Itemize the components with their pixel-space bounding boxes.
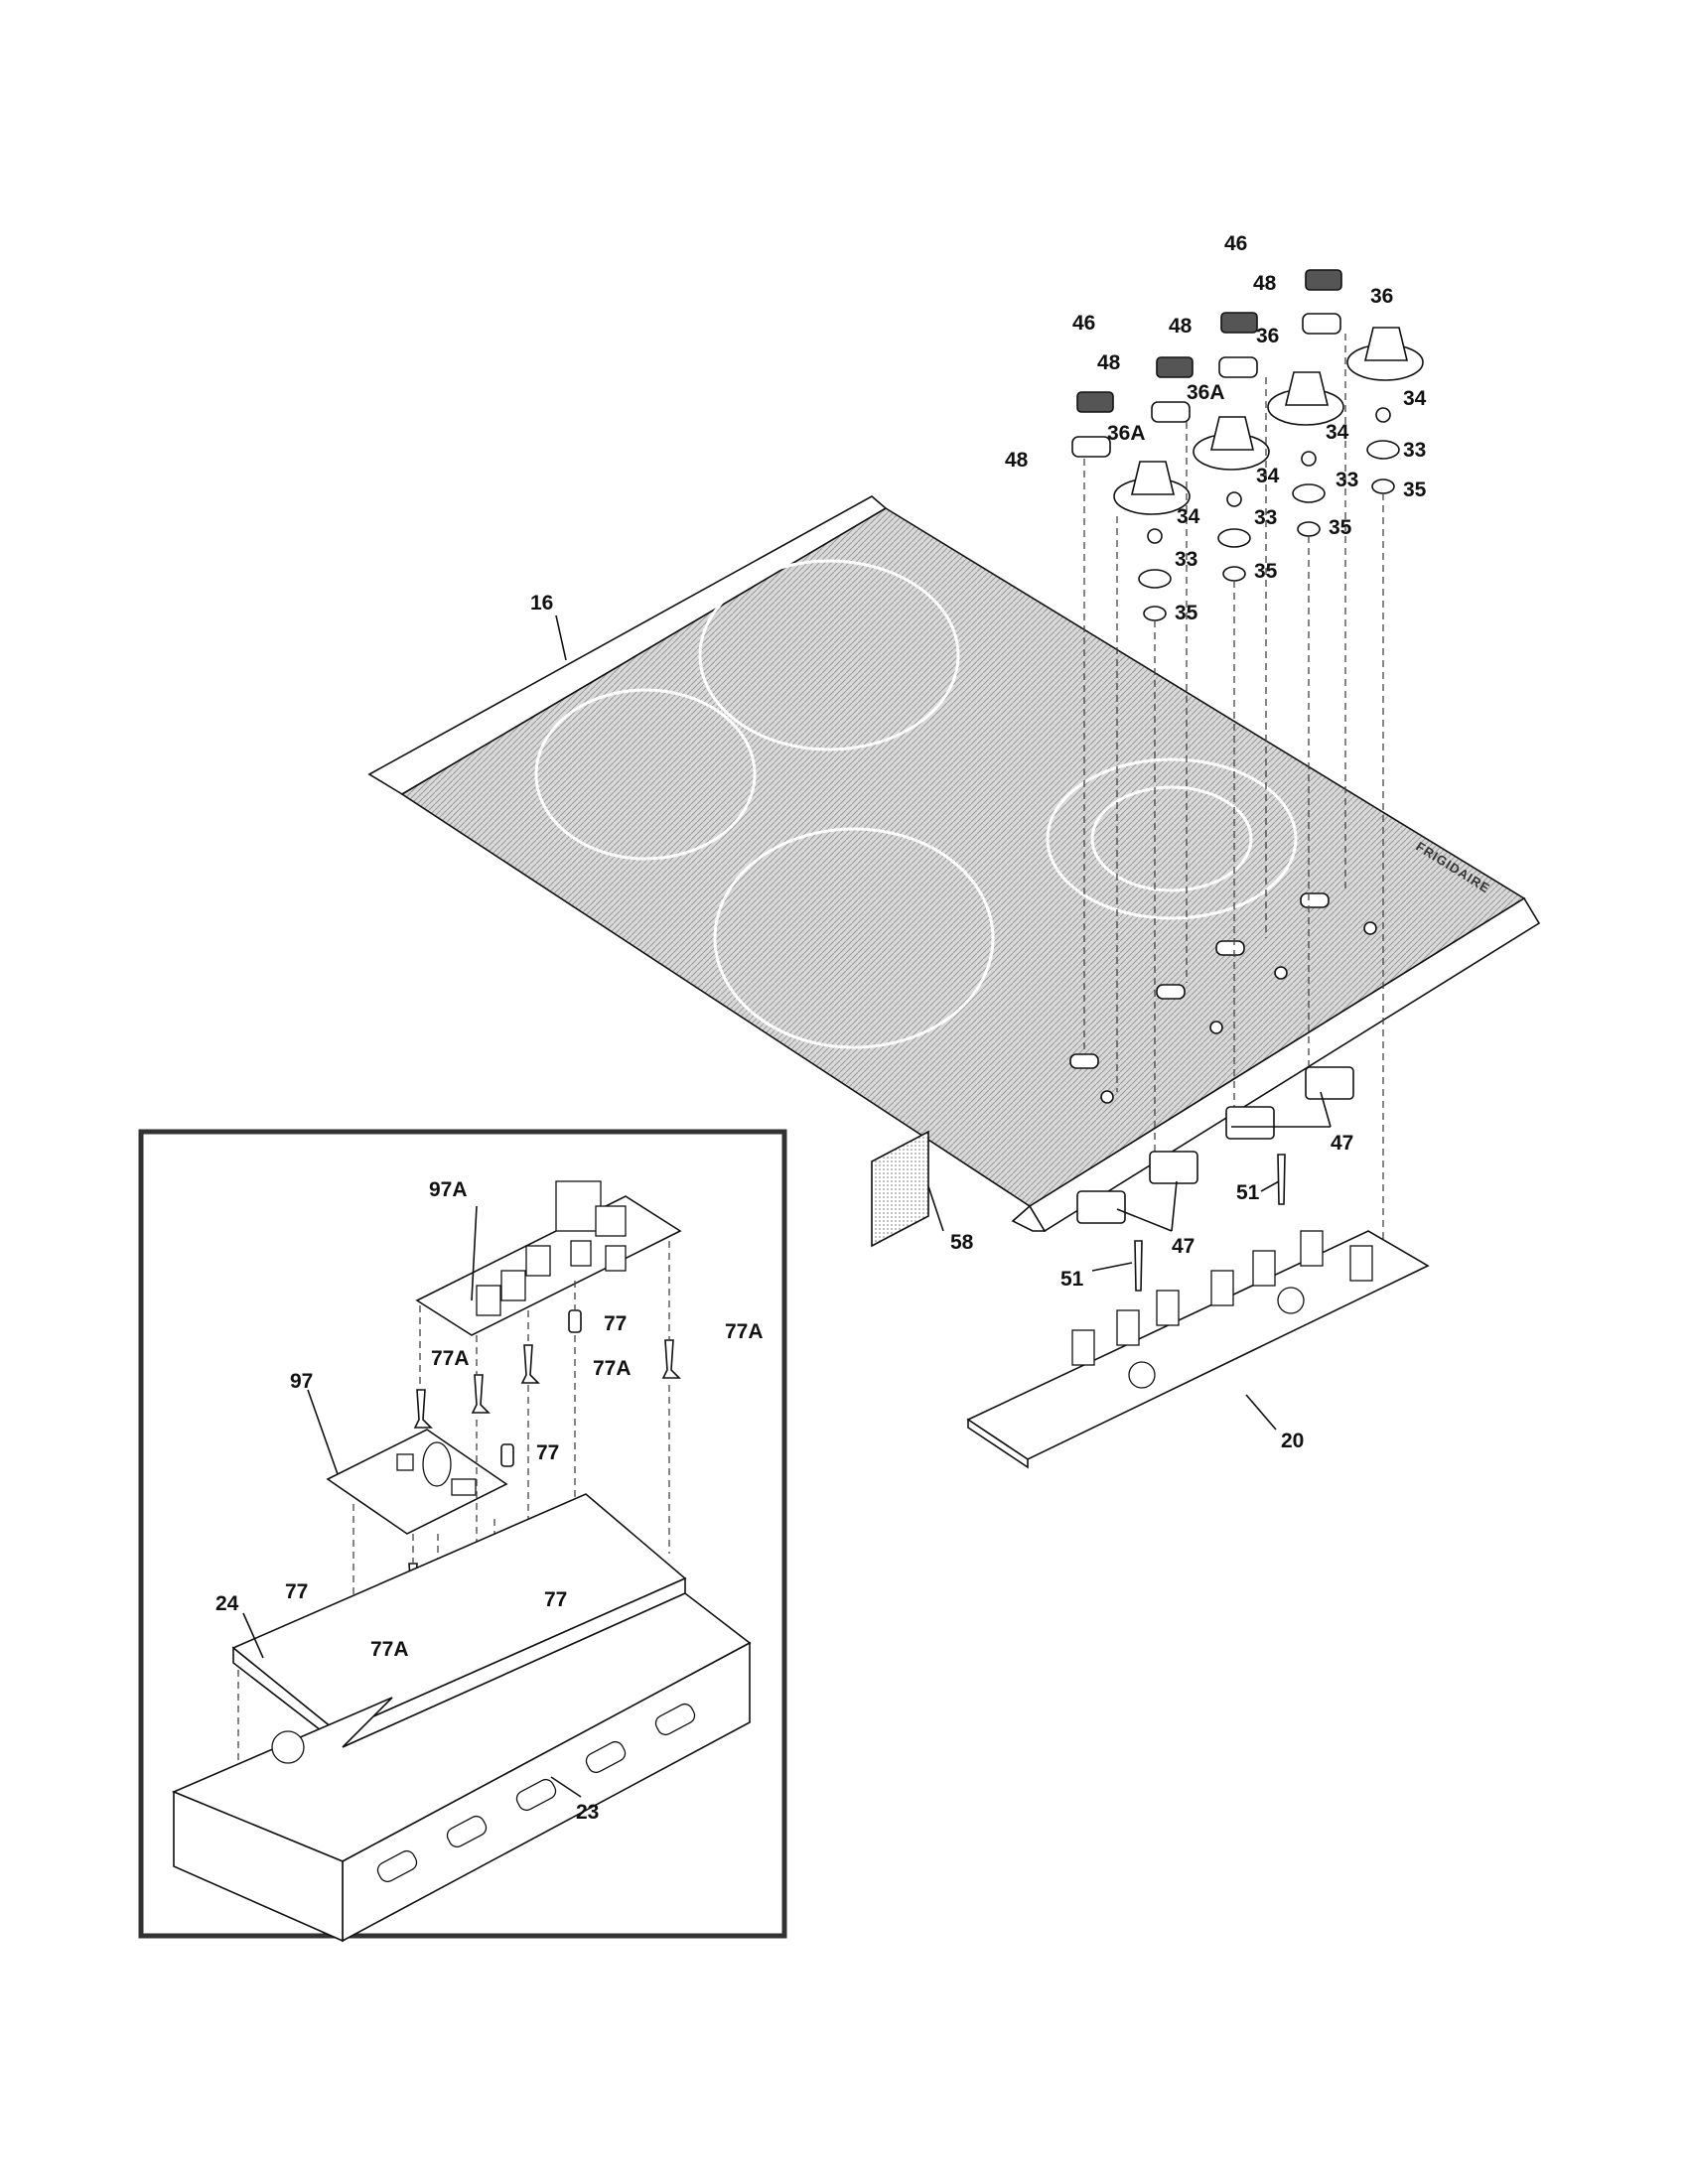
callout-97A: 97A xyxy=(429,1178,468,1201)
callout-48c: 48 xyxy=(1097,351,1121,374)
callout-48b: 48 xyxy=(1169,315,1193,338)
callout-34c: 34 xyxy=(1256,465,1280,487)
callout-34a: 34 xyxy=(1403,387,1427,410)
callout-16: 16 xyxy=(530,592,553,614)
callout-77A-d: 77A xyxy=(370,1638,409,1661)
callout-47a: 47 xyxy=(1331,1132,1353,1155)
callout-20: 20 xyxy=(1281,1430,1304,1452)
control-board-20 xyxy=(966,1230,1430,1469)
leader-lines xyxy=(242,614,1332,1798)
callout-77c: 77 xyxy=(285,1580,308,1603)
assembly-lines-knobs xyxy=(1083,334,1384,1241)
callout-33a: 33 xyxy=(1403,439,1426,462)
callout-77A-c: 77A xyxy=(593,1357,632,1380)
side-panel-58 xyxy=(871,1130,929,1248)
callout-46b: 46 xyxy=(1072,312,1095,335)
display-board-97 xyxy=(326,1429,508,1535)
callout-35b: 35 xyxy=(1329,516,1352,539)
callout-33b: 33 xyxy=(1336,469,1358,491)
callout-97: 97 xyxy=(290,1370,313,1393)
callout-77A-a: 77A xyxy=(725,1320,764,1343)
callout-77a: 77 xyxy=(604,1312,627,1335)
callout-58: 58 xyxy=(950,1231,974,1254)
callout-77b: 77 xyxy=(536,1441,559,1464)
callout-33c: 33 xyxy=(1254,506,1277,529)
power-board-97a xyxy=(415,1180,682,1336)
inset-frame xyxy=(138,1129,787,1939)
callout-77d: 77 xyxy=(544,1588,567,1611)
callout-51a: 51 xyxy=(1236,1181,1260,1204)
callout-35a: 35 xyxy=(1403,478,1427,501)
burner-elements xyxy=(534,559,1298,1049)
callout-46a: 46 xyxy=(1224,232,1247,255)
control-knob-stacks xyxy=(1071,269,1424,621)
infinite-switches-47 xyxy=(1076,1066,1354,1224)
callout-33d: 33 xyxy=(1175,548,1197,571)
callout-77A-b: 77A xyxy=(431,1347,470,1370)
callout-36A-b: 36A xyxy=(1107,422,1146,445)
callout-47b: 47 xyxy=(1172,1235,1195,1258)
callout-36A-a: 36A xyxy=(1187,381,1225,404)
callout-35c: 35 xyxy=(1254,560,1278,583)
cooktop-glass-top: FRIGIDAIRE xyxy=(367,495,1541,1233)
callout-36a: 36 xyxy=(1370,285,1393,308)
callout-35d: 35 xyxy=(1175,602,1198,624)
callout-48a: 48 xyxy=(1253,272,1277,295)
callout-24: 24 xyxy=(215,1592,239,1615)
callout-23: 23 xyxy=(576,1801,599,1824)
probes-51 xyxy=(1134,1154,1286,1292)
callout-51b: 51 xyxy=(1060,1268,1084,1291)
control-openings xyxy=(1069,892,1377,1104)
callout-34d: 34 xyxy=(1177,505,1200,528)
callout-36b: 36 xyxy=(1256,325,1279,347)
callout-48d: 48 xyxy=(1005,449,1029,472)
callout-34b: 34 xyxy=(1326,421,1349,444)
callout-labels: 16 20 23 24 33 33 33 33 34 34 34 34 35 3… xyxy=(215,232,1427,1824)
housing-23 xyxy=(171,1592,752,1943)
